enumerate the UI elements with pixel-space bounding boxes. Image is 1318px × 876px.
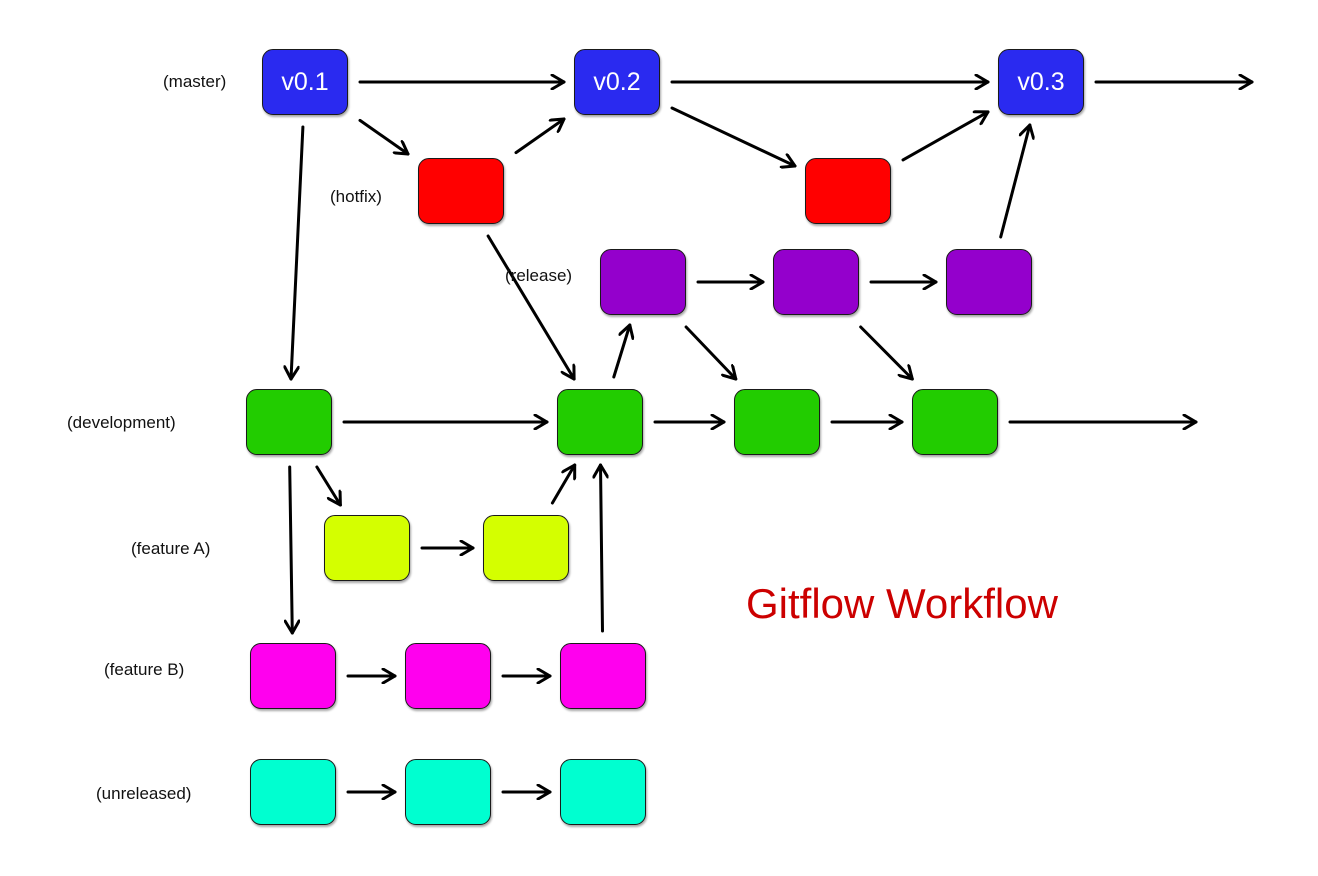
arrow-h1-to-d2: [486, 234, 576, 381]
arrow-fb3-to-d2: [601, 463, 603, 633]
branch-label-release: (release): [505, 266, 573, 285]
arrow-r3-to-m3: [999, 123, 1030, 239]
commit-fb1: [250, 643, 336, 709]
arrow-m2-to-h2: [670, 106, 797, 166]
arrow-d2-to-r1: [612, 323, 630, 379]
commit-d4: [912, 389, 998, 455]
branch-label-featureB: (feature B): [104, 660, 185, 679]
branch-label-master: (master): [163, 72, 227, 91]
arrow-m1-to-d1: [291, 125, 305, 381]
arrow-d1-to-fb1: [290, 465, 293, 635]
commit-fb2: [405, 643, 491, 709]
commit-h1: [418, 158, 504, 224]
branch-label-unreleased: (unreleased): [96, 784, 192, 803]
commit-fa2: [483, 515, 569, 581]
commit-fb3: [560, 643, 646, 709]
commit-m3: v0.3: [998, 49, 1084, 115]
commit-u1: [250, 759, 336, 825]
arrow-d1-to-fa1: [315, 465, 342, 507]
commit-r3: [946, 249, 1032, 315]
commit-m1: v0.1: [262, 49, 348, 115]
commit-h2: [805, 158, 891, 224]
commit-r2: [773, 249, 859, 315]
branch-label-featureA: (feature A): [131, 539, 211, 558]
commit-d2: [557, 389, 643, 455]
commit-d1: [246, 389, 332, 455]
arrow-m1-to-h1: [358, 118, 410, 156]
arrow-h2-to-m3: [901, 112, 990, 162]
commit-fa1: [324, 515, 410, 581]
diagram-title: Gitflow Workflow: [746, 580, 1058, 627]
commit-u2: [405, 759, 491, 825]
branch-label-hotfix: (hotfix): [330, 187, 382, 206]
commit-u3: [560, 759, 646, 825]
arrow-r1-to-d3: [684, 325, 738, 381]
commit-d3: [734, 389, 820, 455]
arrow-h1-to-m2: [514, 117, 566, 155]
arrow-fa2-to-d2: [550, 463, 577, 505]
commit-r1: [600, 249, 686, 315]
arrow-r2-to-d4: [859, 325, 914, 381]
commit-m2: v0.2: [574, 49, 660, 115]
branch-label-development: (development): [67, 413, 176, 432]
